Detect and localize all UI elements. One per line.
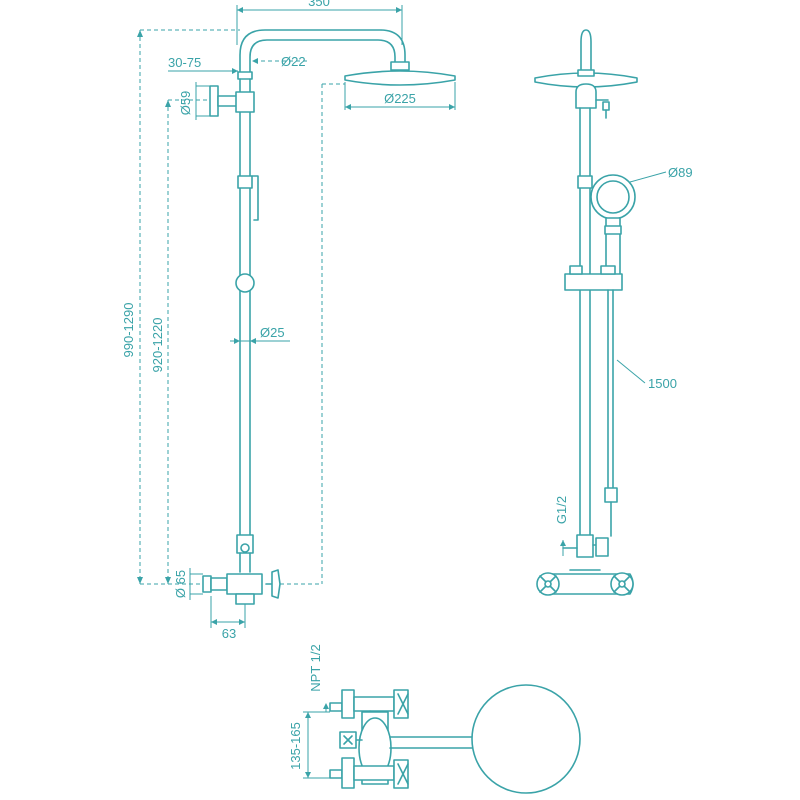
dimension-riser-diameter: Ø25: [230, 325, 290, 344]
dimension-inlet-thread: NPT 1/2: [308, 644, 329, 712]
label-inlet-centers: 135-165: [288, 722, 303, 770]
dimension-height-outer: 990-1290: [121, 29, 240, 585]
dimension-arm-offset: 30-75: [168, 55, 238, 74]
side-diverter: [562, 534, 609, 558]
label-valve-projection: 63: [222, 626, 236, 641]
dimension-valve-projection: 63: [210, 596, 246, 641]
inlet-lower: [329, 757, 409, 789]
label-inlet-thread: NPT 1/2: [308, 644, 323, 691]
hand-shower-hook: [251, 175, 259, 221]
dimension-height-inner: 920-1220: [150, 99, 210, 584]
diverter-button: [240, 543, 250, 553]
dimension-inlet-centers: 135-165: [288, 711, 330, 779]
side-view: 1500 Ø89 G1/2: [534, 29, 693, 596]
label-wall-flange: Ø59: [178, 91, 193, 116]
hand-shower: [590, 174, 636, 281]
head-connector: [390, 61, 410, 71]
riser-sleeve: [237, 175, 253, 189]
dimension-head-diameter: Ø225: [344, 82, 456, 110]
mixing-valve-front: [536, 569, 634, 596]
label-hose-length: 1500: [648, 376, 677, 391]
top-shower-head: [471, 684, 581, 794]
overhead-arm: [239, 29, 406, 73]
side-shower-head: [534, 72, 638, 88]
label-riser-diameter: Ø25: [260, 325, 285, 340]
mixing-valve-side: [202, 569, 281, 605]
dimension-valve-flange: Ø 65: [173, 568, 203, 600]
top-view: NPT 1/2 135-165: [288, 644, 581, 794]
label-arm-diameter: Ø22: [281, 54, 306, 69]
dimension-outlet-thread: G1/2: [554, 496, 569, 556]
dimension-top-width: 350: [236, 0, 403, 45]
dimension-arm-diameter: Ø22: [252, 54, 310, 69]
label-outlet-thread: G1/2: [554, 496, 569, 524]
label-height-outer: 990-1290: [121, 303, 136, 358]
label-top-width: 350: [308, 0, 330, 9]
inlet-upper: [329, 689, 409, 721]
shower-head: [344, 70, 456, 86]
slide-bar-clamp: [564, 273, 623, 291]
label-head-diameter: Ø225: [384, 91, 416, 106]
label-height-inner: 920-1220: [150, 318, 165, 373]
label-valve-flange: Ø 65: [173, 570, 188, 598]
label-hand-shower-diameter: Ø89: [668, 165, 693, 180]
dimension-wall-flange: Ø59: [178, 82, 210, 120]
side-overhead-arm: [580, 29, 592, 71]
front-view: 350 30-75 Ø22 Ø225 Ø59: [121, 0, 456, 641]
slide-knob: [235, 273, 255, 293]
wall-bracket: [209, 85, 255, 117]
label-arm-offset: 30-75: [168, 55, 201, 70]
